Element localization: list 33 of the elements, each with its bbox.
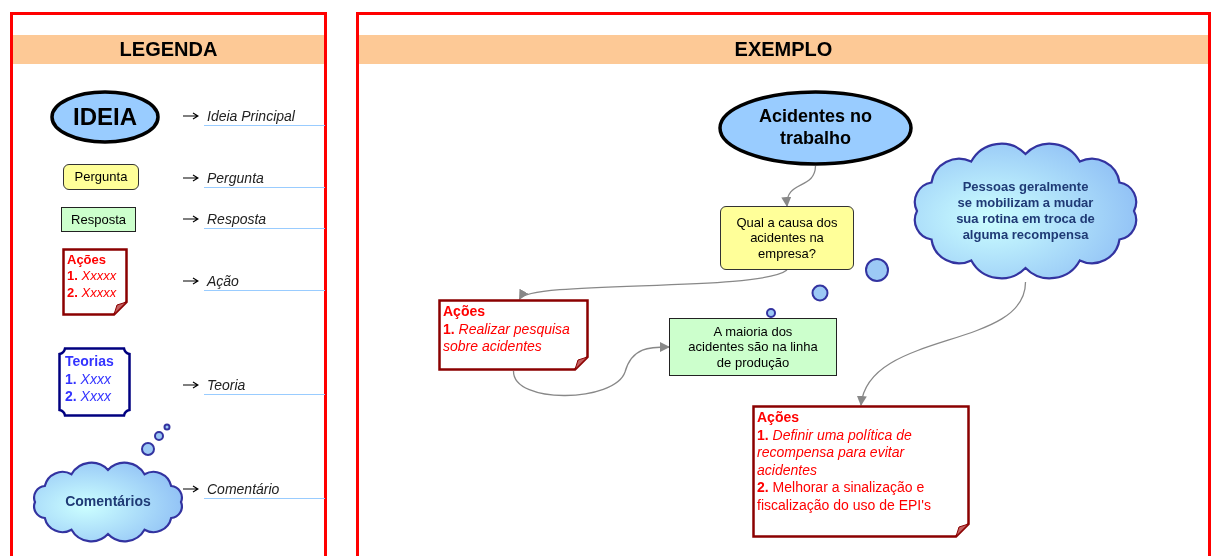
comment-text: Pessoas geralmente se mobilizam a mudar sua rotina em troca de alguma recompensa [955, 179, 1096, 243]
panel-header: LEGENDA [13, 35, 324, 64]
question-box: Qual a causa dos acidentes na empresa? [720, 206, 854, 270]
panel-frame [356, 12, 1211, 556]
arrow [782, 165, 817, 207]
legend-description: Comentário [204, 480, 325, 499]
arrow [518, 269, 788, 300]
action-item: 1. Definir uma política de recompensa para evitar acidentes [757, 426, 913, 479]
action-item: 2. Melhorar a sinalização e fiscalização do uso de EPI's [757, 479, 932, 514]
legend-description: Ideia Principal [204, 107, 325, 126]
action-heading: Ações [757, 409, 801, 427]
comment-text: Comentários [65, 493, 151, 511]
action-heading: Ações [443, 303, 487, 321]
theory-item: 2. Xxxx [65, 388, 112, 406]
panel-header: EXEMPLO [359, 35, 1208, 64]
legend-description: Resposta [204, 210, 325, 229]
answer-box: Resposta [61, 207, 136, 232]
legend-description: Teoria [204, 376, 325, 395]
arrow [512, 342, 670, 397]
action-item: 2. Xxxxx [67, 284, 118, 301]
idea-text: IDEIA [73, 102, 137, 132]
action-item: 1. Xxxxx [67, 268, 118, 285]
idea-text: Acidentes no trabalho [758, 106, 873, 150]
question-box: Pergunta [63, 164, 139, 190]
action-heading: Ações [67, 252, 108, 269]
legend-description: Ação [204, 272, 325, 291]
theory-heading: Teorias [65, 353, 115, 371]
panel-frame [10, 12, 327, 556]
theory-item: 1. Xxxx [65, 370, 112, 388]
arrow [858, 281, 1027, 406]
legend-description: Pergunta [204, 169, 325, 188]
answer-box: A maioria dos acidentes são na linha de produção [669, 318, 837, 376]
action-item: 1. Realizar pesquisa sobre acidentes [443, 320, 571, 356]
